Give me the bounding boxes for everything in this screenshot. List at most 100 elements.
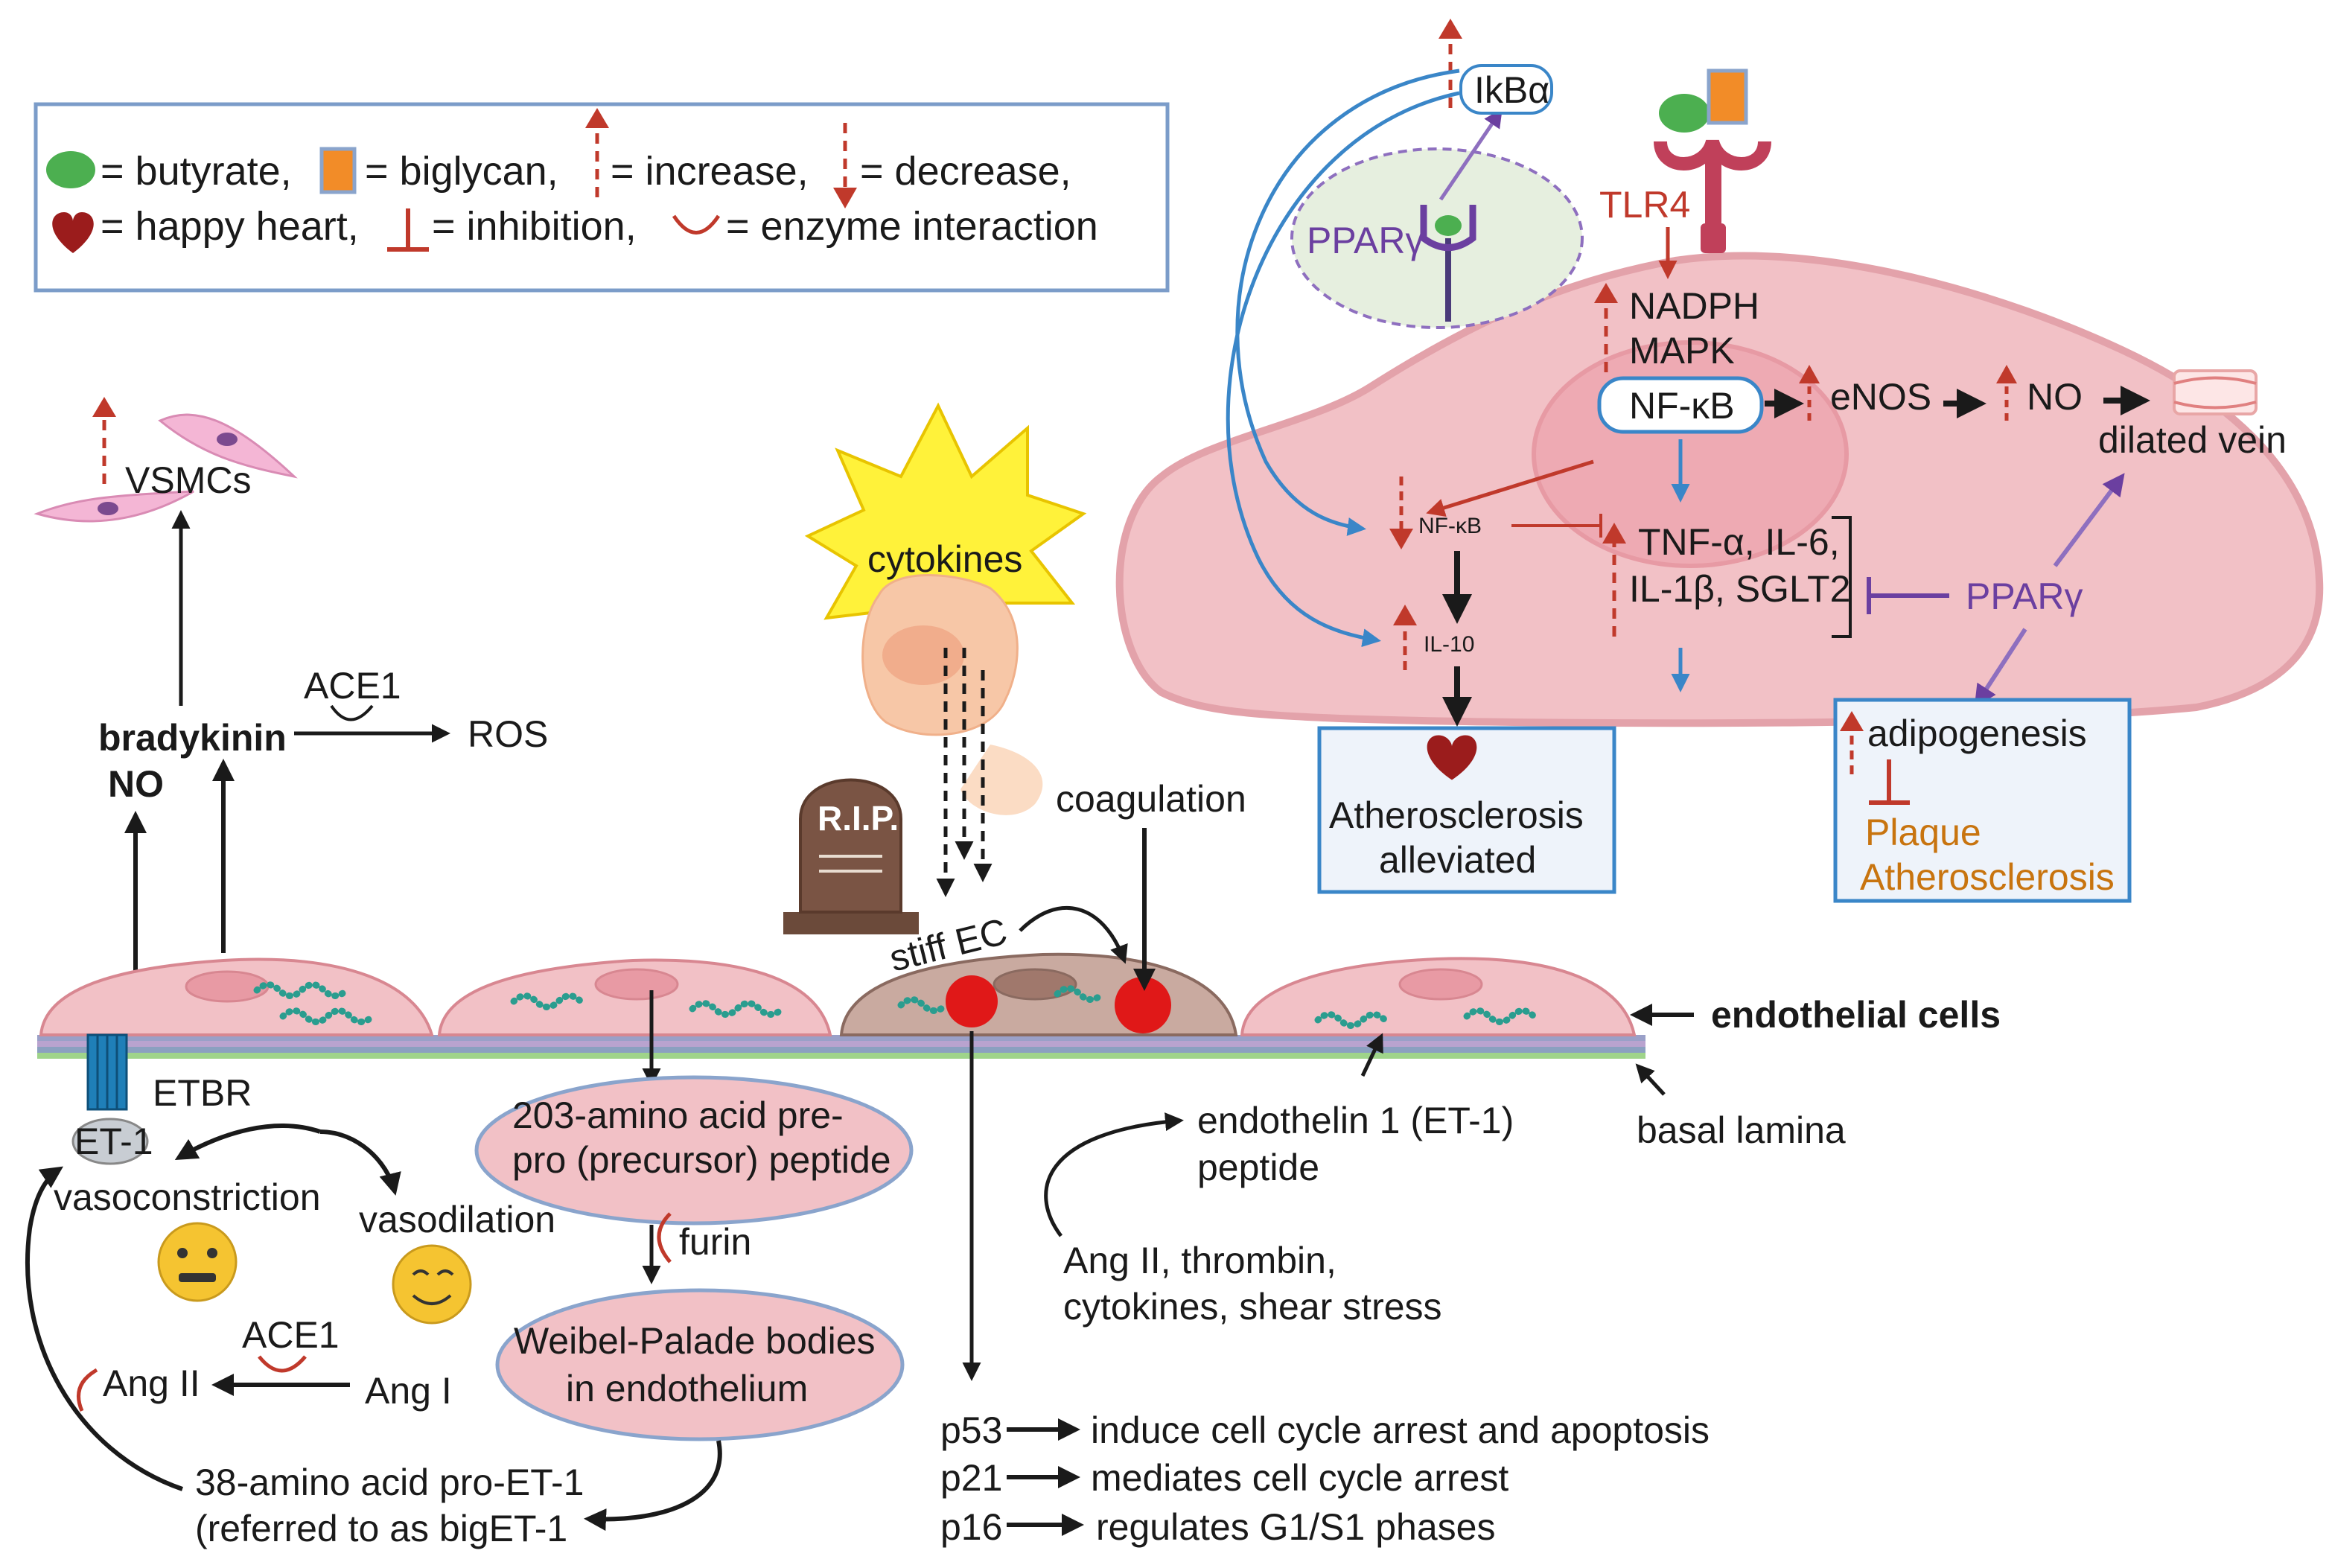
adipogenesis-label: adipogenesis — [1867, 713, 2087, 754]
ikba-to-il10-arrow — [1226, 91, 1460, 648]
weibel-line2: in endothelium — [566, 1368, 808, 1409]
ppar-to-vein-arrow — [2053, 473, 2125, 567]
plaque-label: Plaque — [1865, 812, 1981, 853]
legend-inhibition: = inhibition, — [432, 204, 637, 249]
ikba-box — [1459, 64, 1553, 115]
ikba-to-nfkb-arrow — [1235, 68, 1460, 536]
athero-line1: Atherosclerosis — [1329, 794, 1584, 836]
p16-text: regulates G1/S1 phases — [1096, 1506, 1495, 1548]
ang1-label: Ang I — [365, 1370, 452, 1412]
weibel-line1: Weibel-Palade bodies — [514, 1320, 876, 1362]
vasoconstriction-label: vasoconstriction — [54, 1176, 321, 1218]
legend-biglycan: = biglycan, — [365, 149, 558, 194]
et1-label: ET-1 — [74, 1121, 153, 1162]
nfkb-main-label: NF-κB — [1629, 385, 1735, 427]
p21-label: p21 — [940, 1457, 1002, 1499]
biglycan-icon — [319, 147, 357, 194]
legend-decrease: = decrease, — [860, 149, 1071, 194]
plaque-athero-label: Atherosclerosis — [1860, 856, 2115, 898]
basal-lamina — [37, 1035, 1645, 1059]
stimulus-line1: Ang II, thrombin, — [1063, 1240, 1336, 1281]
stimulus-line2: cytokines, shear stress — [1063, 1286, 1442, 1328]
legend: = butyrate, = biglycan, = increase, = de… — [34, 102, 1170, 293]
nadph-increase-icon — [1594, 283, 1618, 372]
ang2-label: Ang II — [103, 1363, 200, 1404]
happy-heart-icon — [1427, 735, 1477, 780]
ppar-label-right: PPARγ — [1966, 576, 2083, 617]
large-cell — [1115, 252, 2324, 727]
legend-enzyme: = enzyme interaction — [726, 204, 1098, 249]
il10-label: IL-10 — [1424, 632, 1474, 657]
endothelin-arrow — [1360, 1033, 1383, 1077]
dying-cell-icon — [861, 574, 1043, 815]
happy-face-icon — [392, 1244, 472, 1325]
bigET-line1: 38-amino acid pro-ET-1 — [195, 1462, 584, 1503]
rip-label: R.I.P. — [818, 799, 899, 838]
enzyme-interaction-icon — [672, 214, 721, 235]
enos-increase-icon — [1799, 365, 1820, 421]
cytokine-list-line2: IL-1β, SGLT2 — [1629, 568, 1850, 610]
et1-peptide-line1: endothelin 1 (ET-1) — [1197, 1100, 1514, 1141]
weibel-ellipse — [495, 1288, 905, 1441]
tlr4-receptor-icon — [1654, 68, 1771, 253]
et1-peptide-line2: peptide — [1197, 1147, 1319, 1188]
inhibition-icon — [387, 208, 429, 252]
precursor-line1: 203-amino acid pre- — [512, 1094, 844, 1136]
tombstone-icon — [783, 778, 919, 934]
p16-label: p16 — [940, 1506, 1002, 1548]
legend-butyrate: = butyrate, — [101, 149, 292, 194]
nfkb-small-label: NF-κB — [1418, 514, 1482, 538]
p21-text: mediates cell cycle arrest — [1091, 1457, 1508, 1499]
vsmc-increase-icon — [92, 397, 116, 484]
furin-enzyme-icon — [657, 1212, 672, 1263]
nfkb-inhibits-cytokines — [1511, 514, 1602, 538]
worried-face-icon — [157, 1222, 238, 1302]
basal-lamina-arrow — [1635, 1063, 1666, 1096]
bigET-to-et1-arrow — [25, 1166, 183, 1491]
no-label-left: NO — [108, 763, 164, 805]
ppar-bubble — [1290, 147, 1584, 329]
adipogenesis-box: adipogenesis Plaque Atherosclerosis — [1833, 698, 2132, 903]
nfkb-small-decrease-icon — [1389, 477, 1413, 549]
p53-text: induce cell cycle arrest and apoptosis — [1091, 1409, 1710, 1451]
vsmc-icon — [34, 413, 298, 523]
bradykinin-label: bradykinin — [98, 717, 287, 759]
cytokine-list-line1: TNF-α, IL-6, — [1638, 521, 1840, 563]
adipo-inhibition-icon — [1869, 759, 1910, 805]
basal-lamina-label: basal lamina — [1637, 1109, 1846, 1151]
et1-to-vasodilation-arrow — [319, 1129, 401, 1196]
coagulation-label: coagulation — [1056, 778, 1246, 820]
ppar-inhibits-cytokines — [1867, 577, 1949, 614]
no-increase-icon — [1996, 365, 2017, 421]
cytokine-list-increase-icon — [1602, 523, 1626, 637]
cytokine-bracket — [1832, 516, 1852, 638]
nfkb-main-box — [1597, 376, 1764, 434]
stiff-ec-arrow — [1019, 905, 1128, 964]
cytokines-label: cytokines — [867, 538, 1022, 580]
nadph-label: NADPH — [1629, 285, 1759, 327]
athero-line2: alleviated — [1379, 839, 1536, 881]
increase-arrow-icon — [585, 108, 609, 197]
ikba-label: IkBα — [1474, 69, 1549, 111]
stimulus-to-et1-arrow — [1044, 1112, 1184, 1237]
etbr-label: ETBR — [153, 1072, 252, 1114]
dilated-vein-icon — [2173, 369, 2258, 415]
butyrate-icon — [46, 151, 95, 188]
ppar-to-adipo-arrow — [1974, 628, 2027, 708]
bigET-line2: (referred to as bigET-1 — [195, 1508, 567, 1549]
enos-label: eNOS — [1830, 376, 1931, 418]
ppar-receptor-icon — [1420, 205, 1476, 322]
endothelial-cells-label: endothelial cells — [1711, 994, 2001, 1036]
precursor-line2: pro (precursor) peptide — [512, 1139, 891, 1181]
ace1-bottom-label: ACE1 — [242, 1314, 340, 1356]
ppar-label-top: PPARγ — [1307, 220, 1424, 261]
dilated-vein-label: dilated vein — [2098, 419, 2287, 461]
il10-increase-icon — [1393, 605, 1417, 670]
etbr-receptor-icon — [71, 1033, 149, 1165]
no-label-top: NO — [2027, 376, 2083, 418]
ang2-enzyme-icon — [77, 1368, 98, 1412]
legend-happy-heart: = happy heart, — [101, 204, 359, 249]
ace1-top-enzyme-icon — [330, 704, 374, 721]
